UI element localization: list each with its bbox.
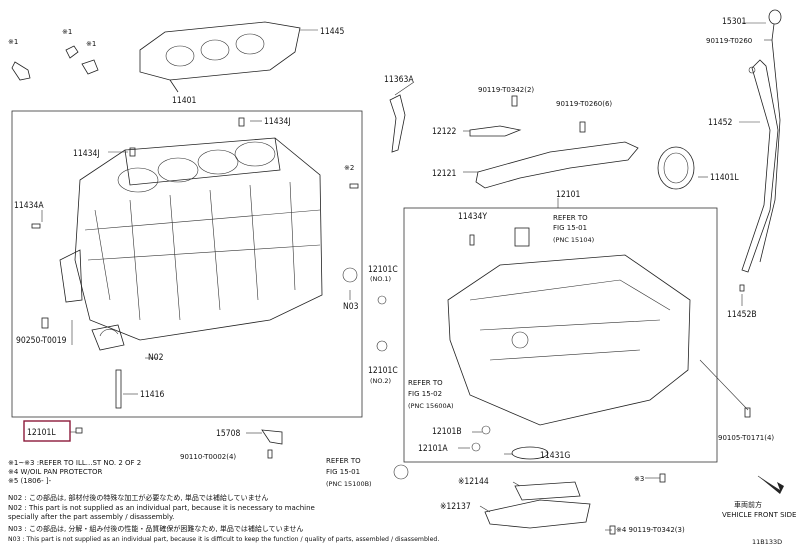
label-11401[interactable]: 11401	[172, 96, 196, 106]
figure-id: 11B133D	[752, 538, 782, 546]
label-11452[interactable]: 11452	[708, 118, 732, 128]
label-15708[interactable]: 15708	[216, 429, 240, 439]
note-line-3: ※5 (1806- ]-	[8, 477, 52, 485]
label-90119-T0260[interactable]: 90119-T0260	[706, 37, 752, 45]
front-label-en: VEHICLE FRONT SIDE	[722, 511, 796, 519]
highlight-12101L	[23, 420, 71, 442]
label-90119-T0342-3[interactable]: ※4 90119-T0342(3)	[616, 526, 685, 534]
label-N02[interactable]: N02	[148, 353, 164, 363]
refer-to-2: REFER TO	[408, 379, 443, 387]
front-label-jp: 車両前方	[734, 500, 762, 509]
label-12101C-2[interactable]: 12101C	[368, 366, 398, 376]
label-90105[interactable]: 90105-T0171(4)	[718, 434, 774, 442]
note-mark-x1-c: ※1	[86, 40, 96, 48]
label-90250[interactable]: 90250-T0019	[16, 336, 67, 346]
refer-pnc-3: (PNC 15100B)	[326, 480, 372, 488]
refer-fig-2[interactable]: FIG 15-02	[408, 390, 442, 398]
note-line-4: N02 : この部品は, 部材付後の特殊な加工が必要なため, 単品では補給してい…	[8, 494, 269, 502]
label-12101B[interactable]: 12101B	[432, 427, 462, 437]
note-line-8: N03 : This part is not supplied as an in…	[8, 536, 440, 543]
leader-lines-right	[394, 22, 772, 531]
callout-labels: 11445 11401 11434J 11434J 11434A 90250-T…	[8, 17, 796, 546]
refer-to-1: REFER TO	[553, 214, 588, 222]
oil-pan-box	[403, 207, 718, 463]
label-11416[interactable]: 11416	[140, 390, 164, 400]
oil-pan-upper-parts	[389, 94, 695, 190]
note-line-7: N03 : この部品は, 分解・組み付後の性能・品質確保が困難なため, 単品では…	[8, 525, 304, 533]
note-mark-x3: ※3	[634, 475, 644, 483]
label-12101A[interactable]: 12101A	[418, 444, 448, 454]
label-11434A[interactable]: 11434A	[14, 201, 44, 211]
label-12121[interactable]: 12121	[432, 169, 456, 179]
cylinder-block-box	[11, 110, 363, 418]
refer-fig-3[interactable]: FIG 15-01	[326, 468, 360, 476]
label-90119-T0260-6[interactable]: 90119-T0260(6)	[556, 100, 612, 108]
note-line-6: specially after the part assembly / disa…	[8, 513, 175, 521]
head-gasket-drawing	[139, 21, 301, 93]
label-12101C-2-no: (NO.2)	[370, 377, 391, 385]
oil-pan-protector-drawing	[484, 473, 666, 535]
note-line-2: ※4 W/OIL PAN PROTECTOR	[8, 468, 103, 476]
label-12137[interactable]: ※12137	[440, 502, 471, 512]
label-11445[interactable]: 11445	[320, 27, 344, 37]
label-90119-T0342-2[interactable]: 90119-T0342(2)	[478, 86, 534, 94]
label-12101L[interactable]: 12101L	[27, 428, 56, 438]
note-mark-x2-a: ※2	[344, 164, 354, 172]
label-11434J-a[interactable]: 11434J	[264, 117, 291, 127]
label-15301[interactable]: 15301	[722, 17, 746, 27]
note-mark-x1-b: ※1	[62, 28, 72, 36]
note-line-5: N02 : This part is not supplied as an in…	[8, 504, 315, 512]
label-11401L[interactable]: 11401L	[710, 173, 739, 183]
dipstick-drawing	[739, 9, 782, 418]
cylinder-block-drawing	[59, 137, 358, 351]
label-12101C-1[interactable]: 12101C	[368, 265, 398, 275]
label-11363A[interactable]: 11363A	[384, 75, 414, 85]
note-mark-x1-a: ※1	[8, 38, 18, 46]
label-11434Y[interactable]: 11434Y	[458, 212, 487, 222]
label-12122[interactable]: 12122	[432, 127, 456, 137]
note-line-1: ※1~※3 :REFER TO ILL...ST NO. 2 OF 2	[8, 459, 142, 467]
refer-pnc-1: (PNC 15104)	[553, 236, 594, 244]
label-11452B[interactable]: 11452B	[727, 310, 757, 320]
label-90110[interactable]: 90110-T0002(4)	[180, 453, 236, 461]
label-12144[interactable]: ※12144	[458, 477, 489, 487]
label-N03[interactable]: N03	[343, 302, 359, 312]
label-12101[interactable]: 12101	[556, 190, 580, 200]
oil-pan-drawing	[376, 227, 691, 480]
label-12101C-1-no: (NO.1)	[370, 275, 391, 283]
refer-fig-1[interactable]: FIG 15-01	[553, 224, 587, 232]
leader-lines-block	[41, 120, 351, 434]
refer-to-3: REFER TO	[326, 457, 361, 465]
label-11431G[interactable]: 11431G	[540, 451, 570, 461]
bolt-icons	[11, 45, 359, 459]
refer-pnc-2: (PNC 15600A)	[408, 402, 454, 410]
label-11434J-b[interactable]: 11434J	[73, 149, 100, 159]
